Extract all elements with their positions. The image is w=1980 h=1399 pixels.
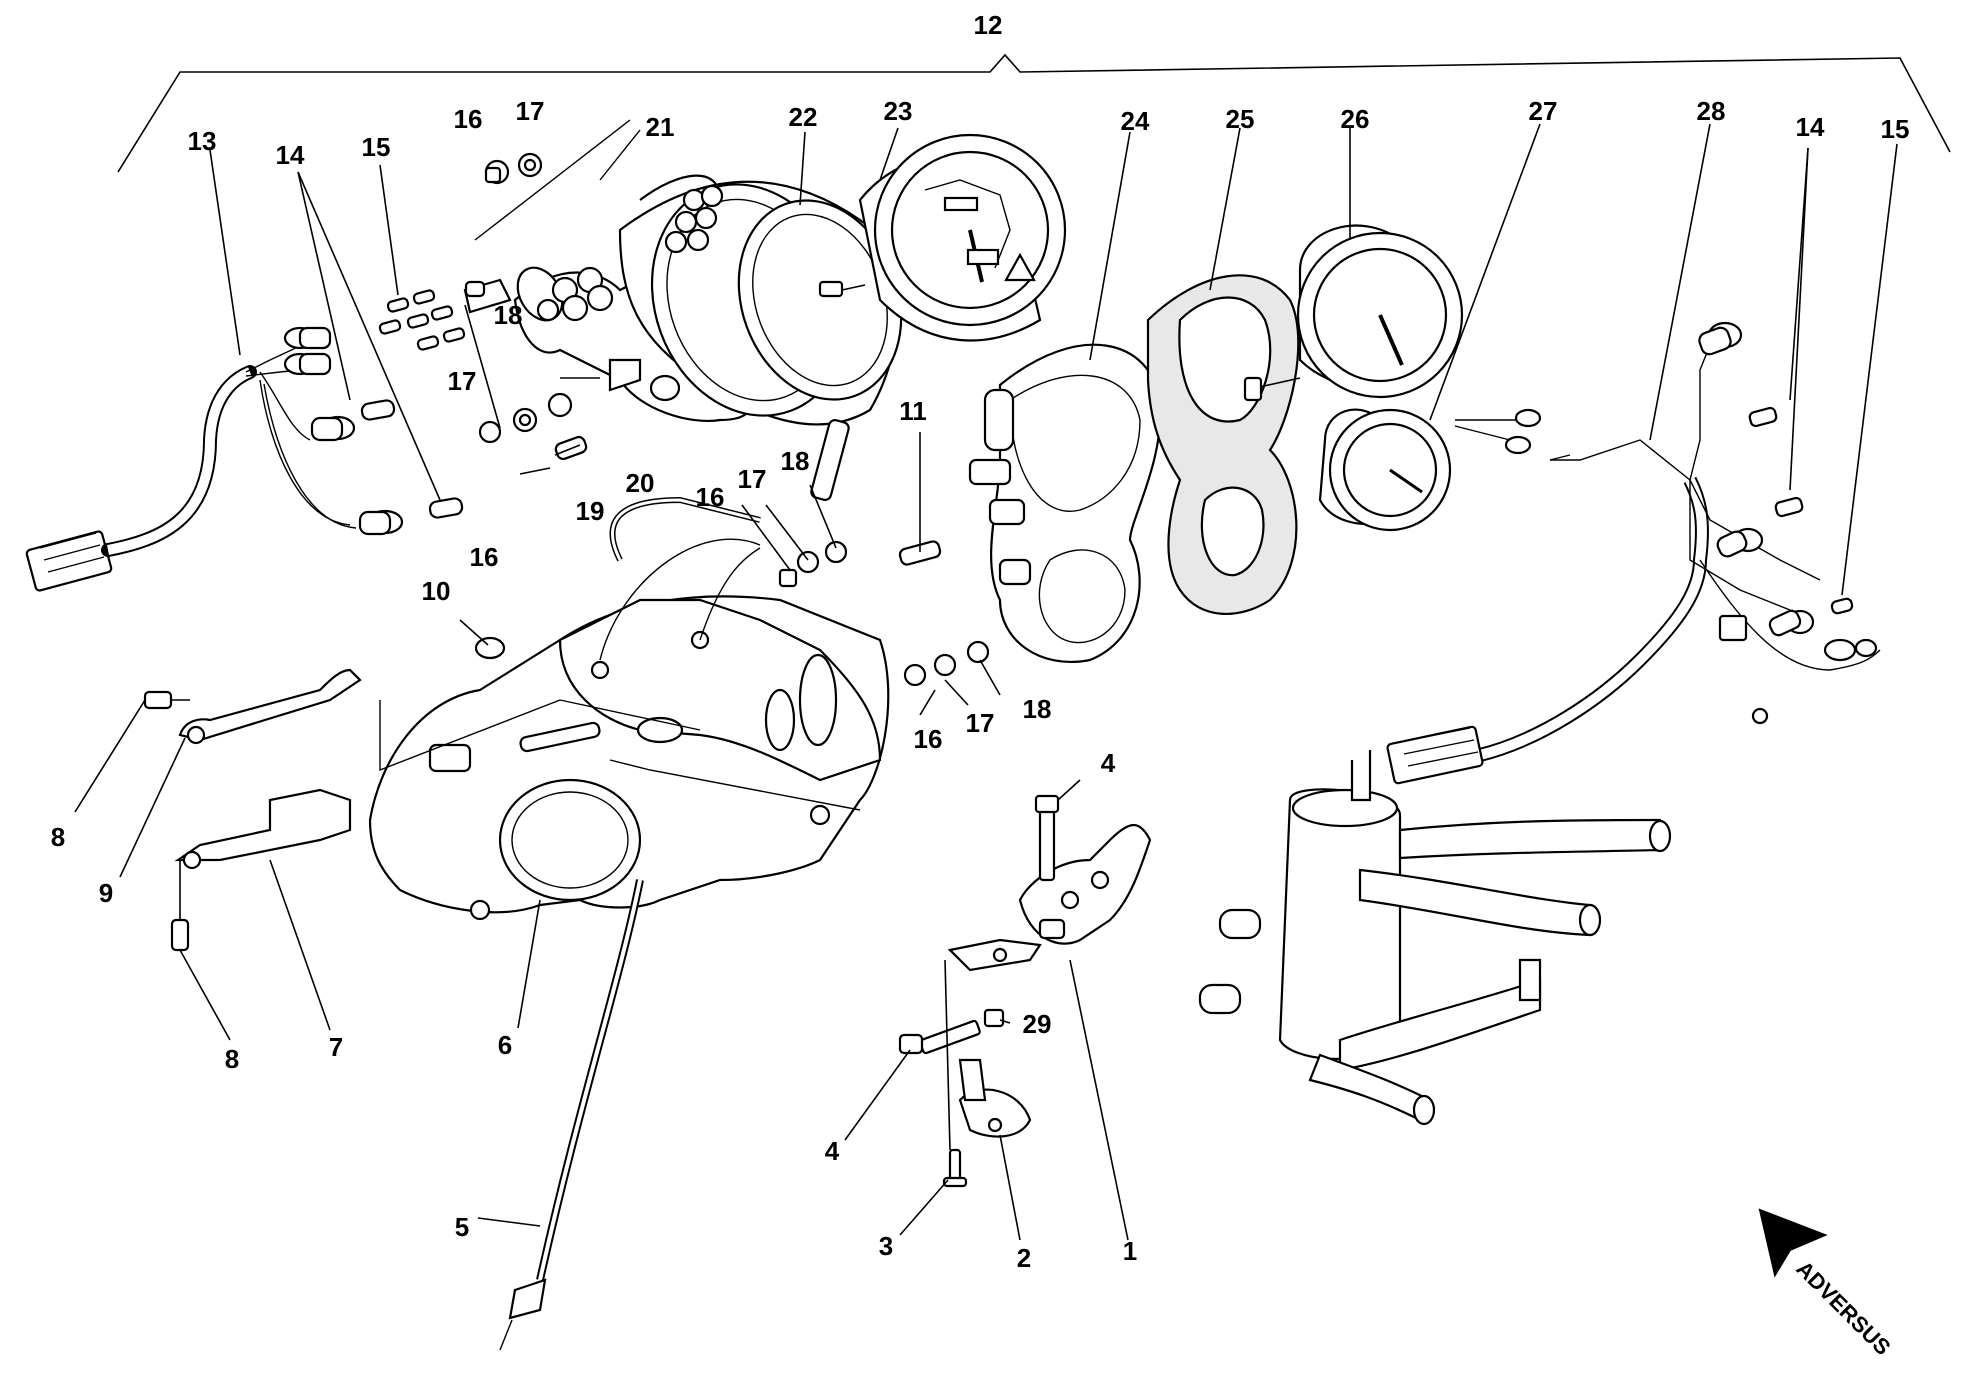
tachometer-26 (1243, 224, 1464, 402)
callout-29: 29 (1023, 1009, 1052, 1039)
callout-15: 15 (362, 132, 391, 162)
callout-14: 14 (276, 140, 305, 170)
callout-5: 5 (455, 1212, 469, 1242)
callout-11: 11 (899, 396, 927, 426)
callout-18-center: 18 (781, 446, 810, 476)
callout-17-center: 17 (738, 464, 767, 494)
bolt-4-upper (1034, 794, 1060, 882)
temp-gauge-27 (1318, 408, 1452, 532)
callout-4-lower: 4 (825, 1136, 840, 1166)
callout-28: 28 (1697, 96, 1726, 126)
small-bulbs-left (378, 289, 466, 351)
right-wiring-harness (1386, 321, 1881, 785)
frame-tubes (1198, 750, 1672, 1126)
assembly-12-bracket (117, 53, 1951, 173)
callout-17-mid: 17 (448, 366, 477, 396)
callout-20: 20 (626, 468, 655, 498)
mount-plate-9 (143, 668, 362, 745)
callout-16-lower: 16 (914, 724, 943, 754)
mid-small-parts (478, 392, 990, 687)
leader-lines (74, 123, 1898, 1241)
callout-2: 2 (1017, 1243, 1031, 1273)
callout-17: 17 (516, 96, 545, 126)
callout-25: 25 (1226, 104, 1255, 134)
brand-label: ADVERSUS (1791, 1256, 1895, 1360)
speedometer-23 (818, 133, 1067, 342)
callout-12: 12 (974, 10, 1003, 40)
callout-13: 13 (188, 126, 217, 156)
callout-14-right: 14 (1796, 112, 1825, 142)
instrument-back-shell-24 (968, 343, 1162, 663)
bolt-4-lower (898, 1019, 981, 1055)
callout-7: 7 (329, 1032, 343, 1062)
callout-8-upper: 8 (51, 822, 65, 852)
callout-18-upper: 18 (494, 300, 523, 330)
rubber-grommet-10 (474, 636, 506, 660)
callout-6: 6 (498, 1030, 512, 1060)
horn-bracket-2 (958, 1058, 1032, 1138)
callout-16-mid: 16 (470, 542, 499, 572)
top-screws (484, 152, 543, 185)
screw-3 (942, 959, 968, 1188)
callout-24: 24 (1121, 106, 1150, 136)
callout-3: 3 (879, 1231, 893, 1261)
bracket-1 (947, 823, 1152, 972)
callout-21: 21 (646, 112, 675, 142)
callout-4-upper: 4 (1101, 748, 1116, 778)
callout-22: 22 (789, 102, 818, 132)
main-bracket-6 (368, 538, 890, 921)
callout-16-center: 16 (696, 482, 725, 512)
foam-gasket-25 (1146, 274, 1300, 616)
callout-labels: 12 13 14 15 16 17 21 22 23 24 25 26 27 2… (51, 10, 1910, 1273)
adversus-logo-arrow: ADVERSUS (1758, 1208, 1896, 1360)
cover-7 (170, 788, 352, 952)
callout-27: 27 (1529, 96, 1558, 126)
callout-18-lower: 18 (1023, 694, 1052, 724)
callout-26: 26 (1341, 104, 1370, 134)
callout-8-lower: 8 (225, 1044, 239, 1074)
nut-29 (983, 1008, 1005, 1028)
callout-17-lower: 17 (966, 708, 995, 738)
callout-9: 9 (99, 878, 113, 908)
callout-16: 16 (454, 104, 483, 134)
callout-23: 23 (884, 96, 913, 126)
callout-19: 19 (576, 496, 605, 526)
callout-1: 1 (1123, 1236, 1137, 1266)
left-wiring-harness (25, 326, 464, 592)
callout-15-right: 15 (1881, 114, 1910, 144)
speedo-cable-5 (499, 496, 761, 1351)
callout-10: 10 (422, 576, 451, 606)
